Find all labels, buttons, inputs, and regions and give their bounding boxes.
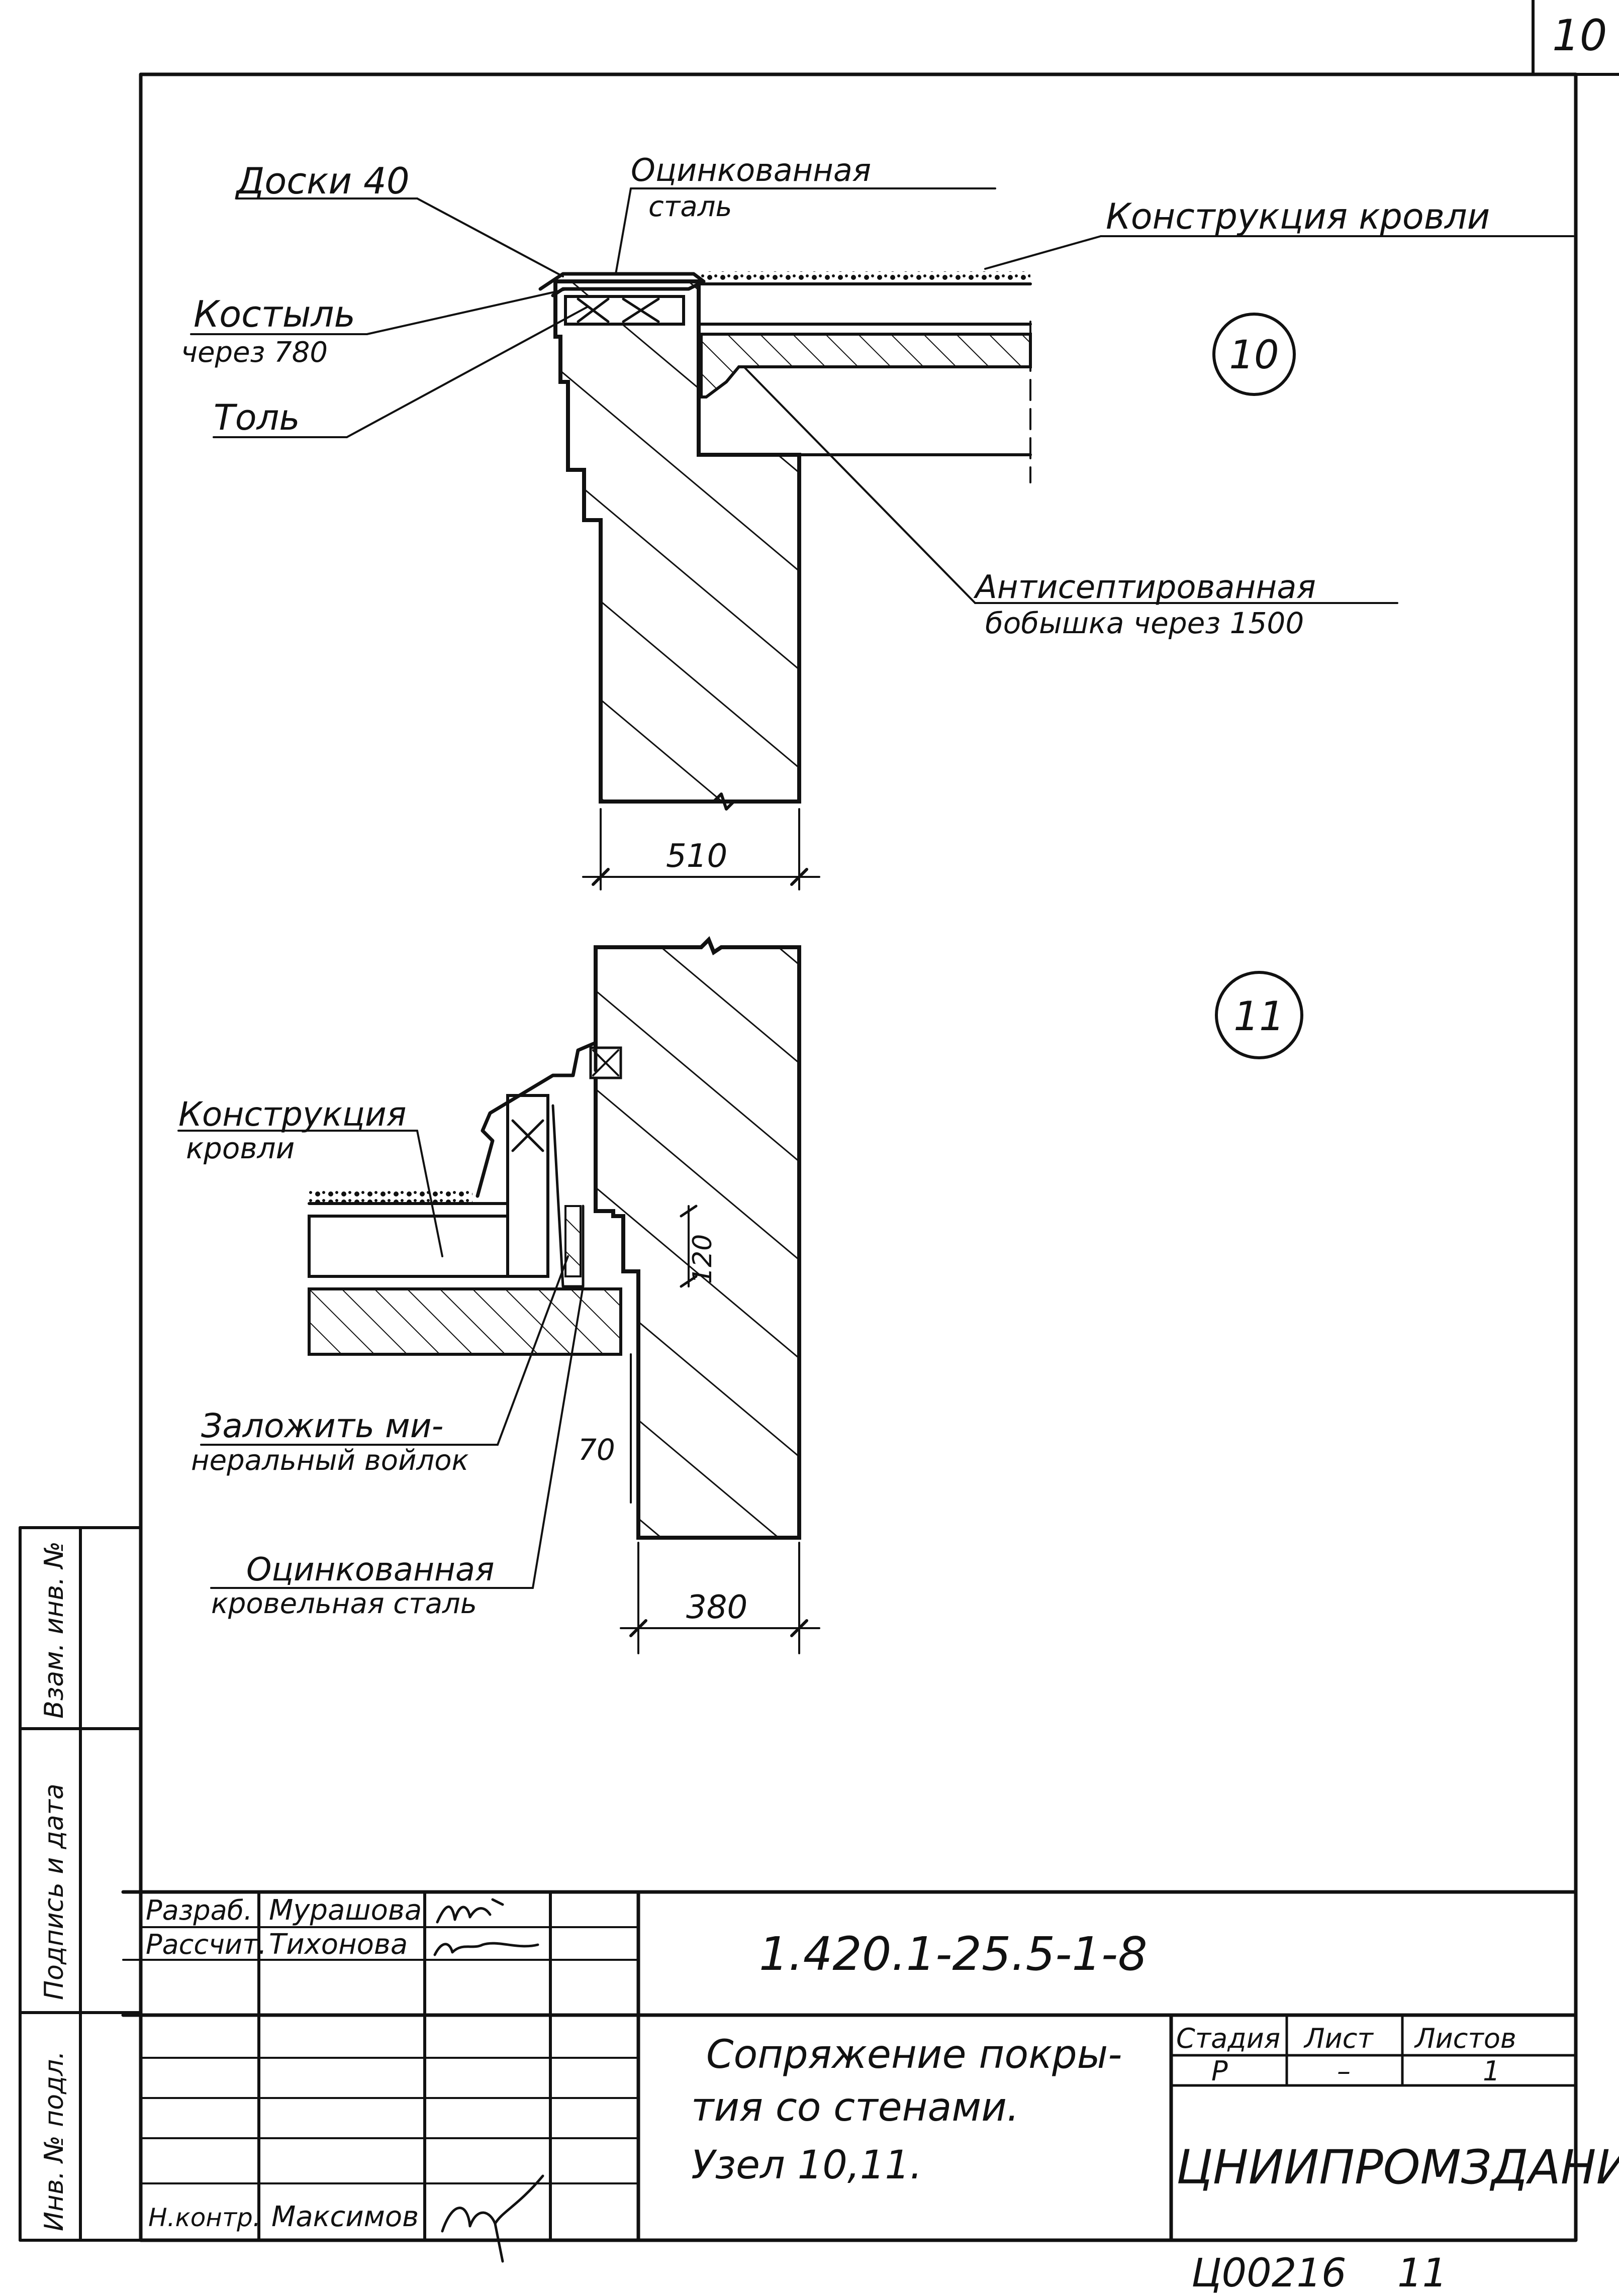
- label-galv-roof-steel-2: кровельная сталь: [211, 1587, 477, 1620]
- node-11-leaders: [177, 1130, 584, 1589]
- node-11-roof-gravel: [309, 1191, 472, 1202]
- node-11-dimension-120: 120: [688, 1234, 718, 1284]
- node-11-marker-circle: [1215, 971, 1303, 1059]
- label-crutch-2: через 780: [181, 336, 328, 369]
- node-11-timber-post: [506, 1094, 549, 1278]
- page-number: 10: [1552, 11, 1607, 61]
- tb-role-calculated: Рассчит.: [146, 1929, 267, 1960]
- label-galvanized-steel-2: сталь: [648, 190, 732, 223]
- node-10-drawing: [538, 271, 1032, 890]
- footer-code: Ц00216: [1191, 2251, 1347, 2296]
- label-galv-roof-steel-1: Оцинкованная: [246, 1551, 495, 1588]
- tb-role-norm-control: Н.контр.: [148, 2203, 261, 2232]
- node-11-steel-flashing: [475, 1041, 598, 1198]
- tb-name-developed: Мурашова: [269, 1894, 422, 1927]
- label-roof-construction: Конструкция кровли: [1106, 196, 1490, 237]
- label-galvanized-steel-1: Оцинкованная: [631, 152, 871, 188]
- node-11-wall-hatched: [594, 936, 801, 1540]
- node-11-dimension-380: 380: [686, 1589, 747, 1626]
- node-11-roof-slab: [308, 1287, 622, 1356]
- node-10-roof-gravel: [699, 271, 1030, 282]
- tb-sheet-value: –: [1337, 2055, 1351, 2087]
- side-stamp-signature-date: Подпись и дата: [39, 1783, 69, 2000]
- signatures: [433, 1898, 544, 2263]
- sheet-frame: [139, 0, 1619, 2242]
- footer-number: 11: [1397, 2251, 1447, 2296]
- tb-document-code: 1.420.1-25.5-1-8: [759, 1927, 1148, 1981]
- tb-title-line-3: Узел 10,11.: [691, 2143, 922, 2188]
- tb-sheets-header: Листов: [1414, 2023, 1516, 2054]
- label-roof-construction-11-1: Конструкция: [178, 1095, 406, 1134]
- tb-stage-header: Стадия: [1176, 2023, 1280, 2054]
- node-10-marker: 10: [1229, 333, 1279, 378]
- tb-title-line-2: тия со стенами.: [691, 2085, 1019, 2130]
- label-mineral-felt-1: Заложить ми-: [201, 1407, 444, 1445]
- label-roof-construction-11-2: кровли: [186, 1131, 295, 1165]
- side-stamp-replacement-inventory: Взам. инв. №: [39, 1541, 69, 1719]
- side-stamp-inventory-original: Инв. № подл.: [39, 2051, 69, 2231]
- label-mineral-felt-2: неральный войлок: [191, 1444, 468, 1477]
- label-antiseptic-1: Антисептированная: [973, 569, 1316, 606]
- node-11-felt: [564, 1205, 582, 1277]
- node-11-dimension-70: 70: [578, 1433, 615, 1467]
- node-10-leaders: [190, 187, 1574, 604]
- title-block: [121, 1890, 1578, 2242]
- label-boards: Доски 40: [235, 160, 410, 202]
- node-10-roof-slab: [700, 333, 1032, 398]
- tb-sheet-header: Лист: [1303, 2023, 1374, 2054]
- tb-name-calculated: Тихонова: [269, 1928, 408, 1961]
- side-stamp: [19, 1526, 142, 2242]
- label-antiseptic-2: бобышка через 1500: [985, 606, 1304, 640]
- node-11-insulation: [308, 1215, 509, 1278]
- tb-stage-value: Р: [1211, 2055, 1228, 2087]
- tb-organization: ЦНИИПРОМЗДАНИЙ: [1176, 2139, 1619, 2195]
- label-tar-paper: Толь: [214, 397, 300, 438]
- tb-title-line-1: Сопряжение покры-: [706, 2032, 1122, 2077]
- node-11-drawing: [308, 936, 820, 1654]
- tb-role-developed: Разраб.: [146, 1894, 252, 1926]
- tb-sheets-value: 1: [1483, 2055, 1500, 2087]
- node-11-marker: 11: [1233, 993, 1285, 1040]
- node-10-marker-circle: [1212, 313, 1296, 396]
- node-10-dimension-510: 510: [666, 838, 727, 875]
- tb-name-norm-control: Максимов: [271, 2201, 419, 2233]
- label-crutch-1: Костыль: [194, 293, 355, 335]
